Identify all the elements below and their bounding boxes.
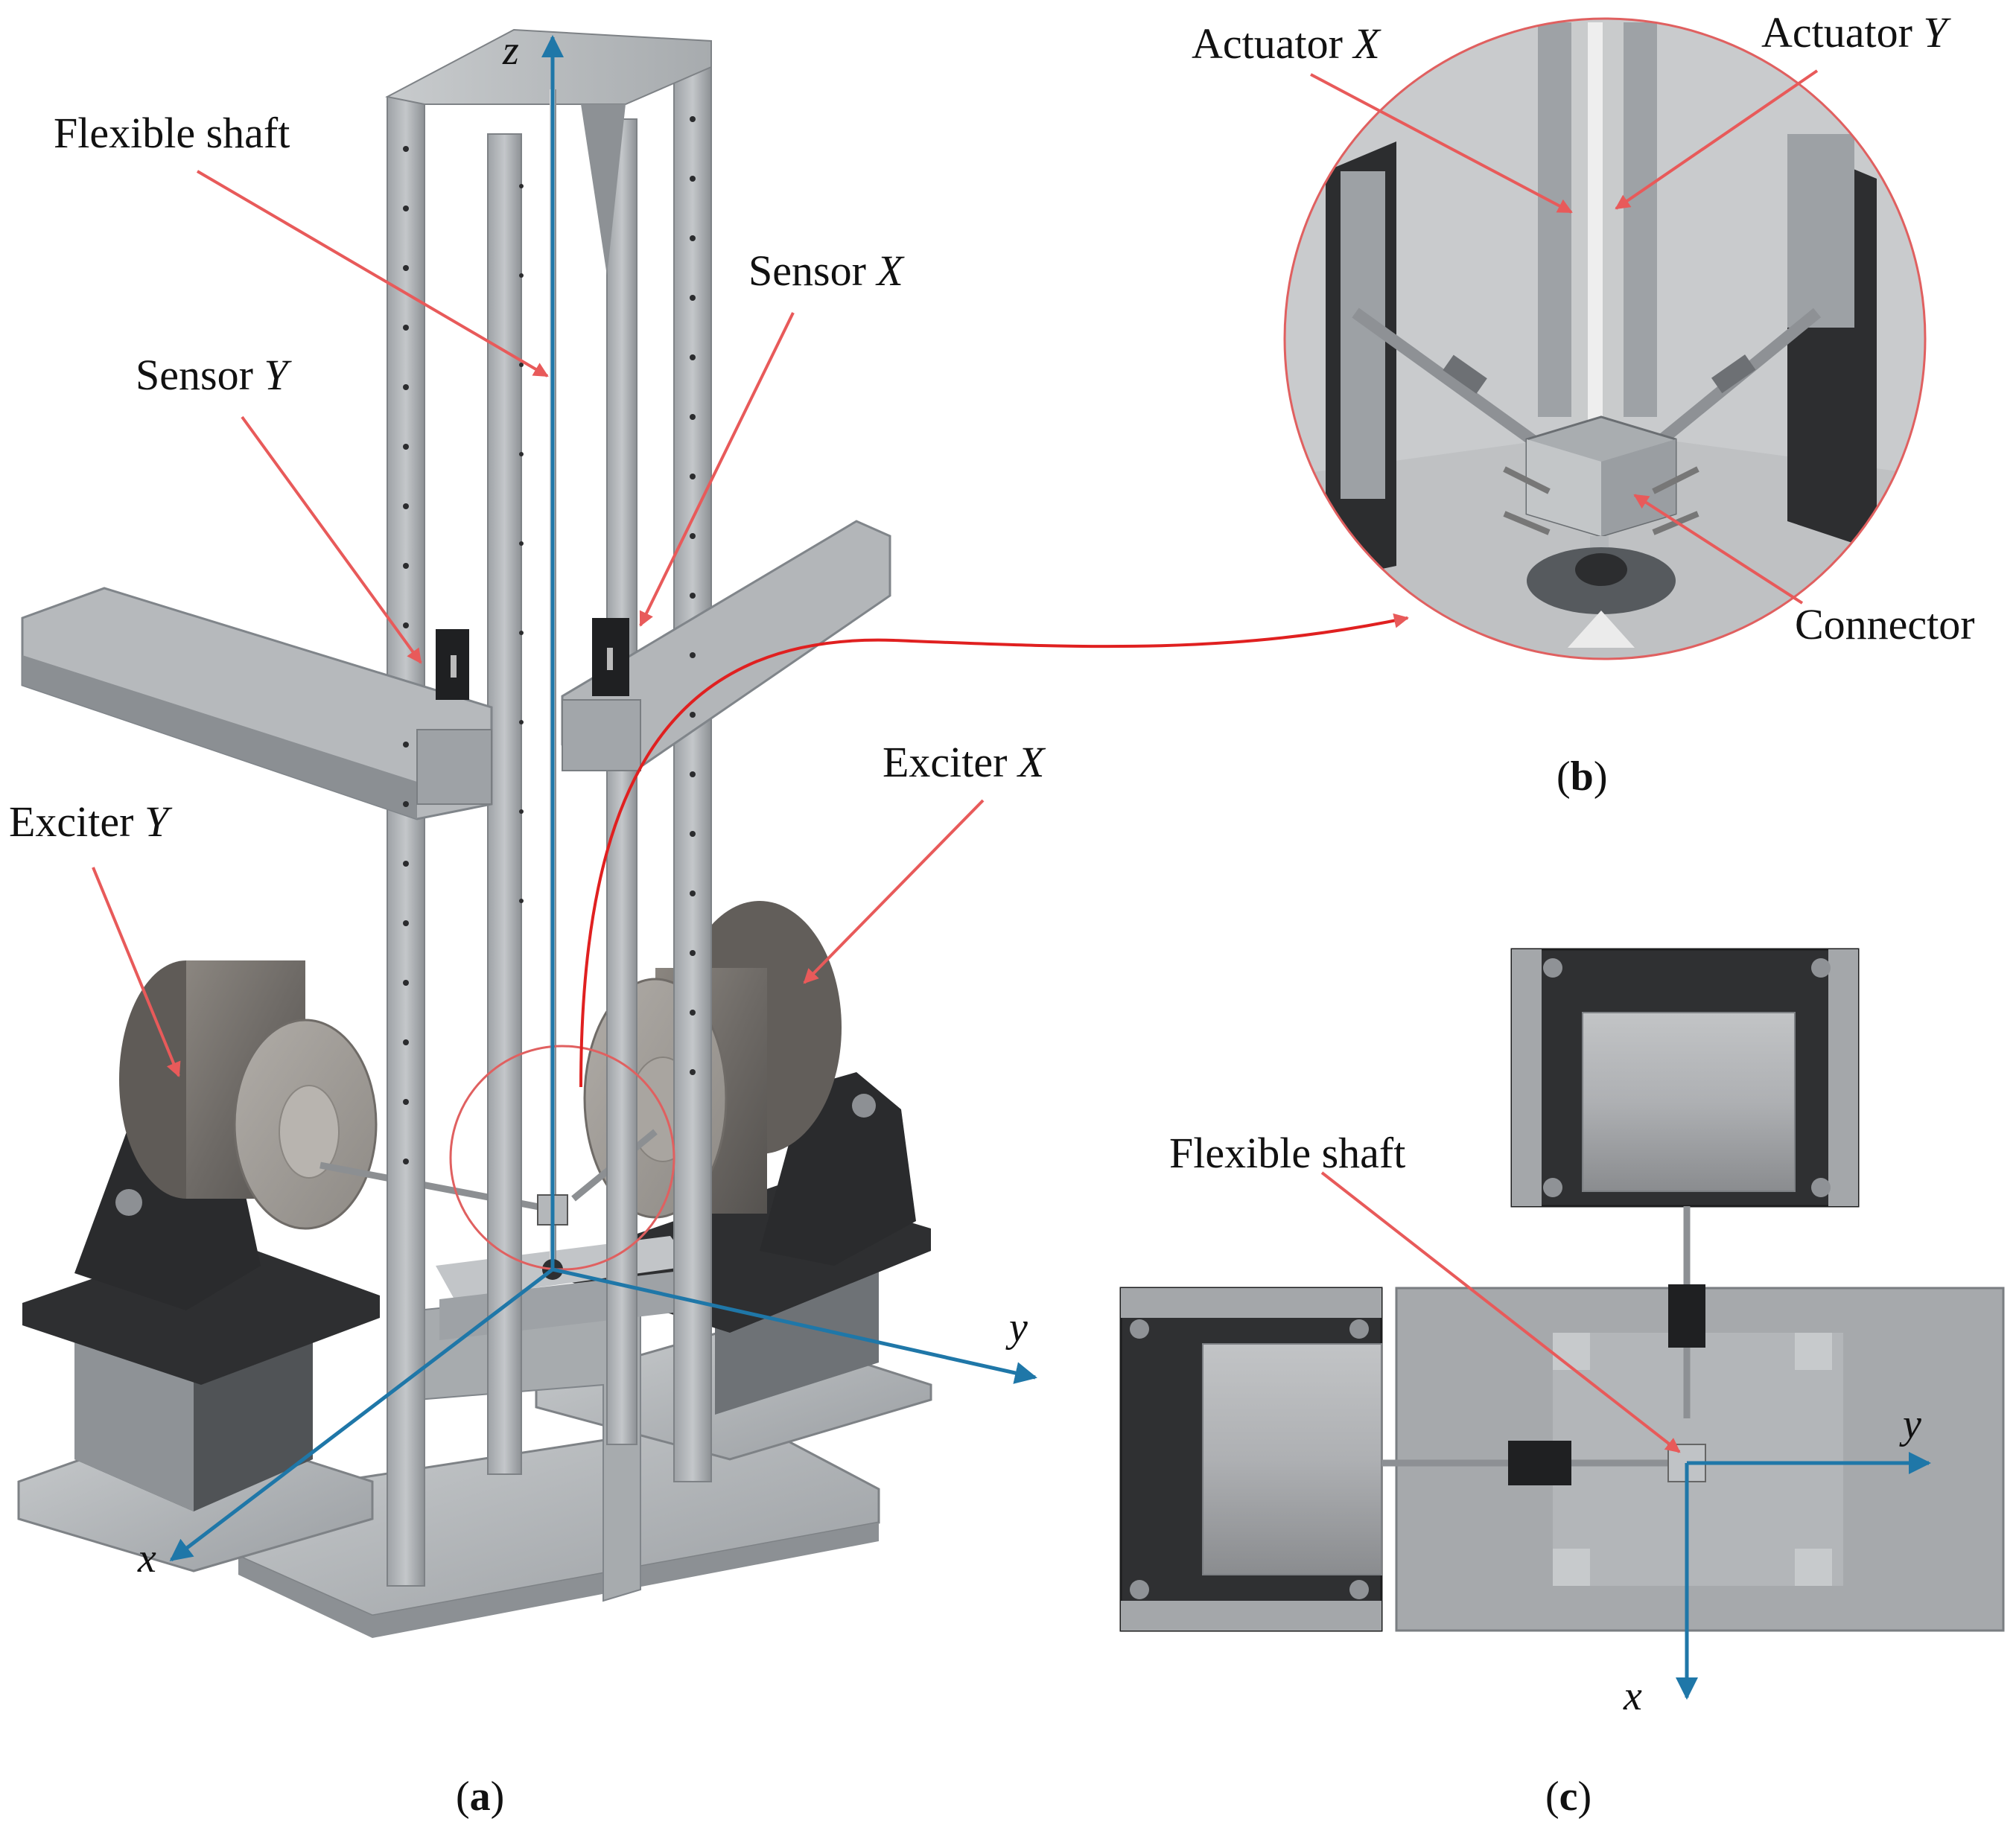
label-flexible-shaft-a: Flexible shaft xyxy=(54,109,290,157)
axis-label-z-a: z xyxy=(503,28,519,74)
callout-arrows-b xyxy=(1310,69,1819,605)
label-sensor-x: Sensor X xyxy=(748,246,903,295)
panel-c-top-view xyxy=(1119,948,2005,1700)
actuator-rod-left xyxy=(1352,307,1545,452)
callout-arrows-a xyxy=(92,170,985,1077)
caption-c: (c) xyxy=(1545,1774,1592,1820)
caption-a: (a) xyxy=(456,1774,505,1820)
sensor-x-rail xyxy=(561,520,891,771)
panel-a-rig xyxy=(17,28,1409,1638)
callout-arrow-c xyxy=(1320,1171,1681,1453)
exciter-y-top xyxy=(1119,1287,1383,1632)
axes-c xyxy=(1676,1452,1931,1700)
label-sensor-y: Sensor Y xyxy=(136,351,288,399)
label-actuator-x: Actuator X xyxy=(1192,19,1380,68)
label-actuator-y: Actuator Y xyxy=(1761,8,1947,57)
axis-label-x-a: x xyxy=(138,1535,156,1581)
label-exciter-y: Exciter Y xyxy=(9,797,169,846)
label-exciter-x: Exciter X xyxy=(883,738,1045,786)
axes-a xyxy=(169,35,1037,1561)
label-flexible-shaft-c: Flexible shaft xyxy=(1169,1129,1406,1177)
zoom-arrow xyxy=(579,613,1409,1088)
axis-label-y-c: y xyxy=(1903,1401,1921,1447)
sensor-y-rail xyxy=(21,587,493,820)
exciter-x-top xyxy=(1510,948,1860,1208)
label-connector: Connector xyxy=(1795,600,1975,648)
axis-label-y-a: y xyxy=(1009,1304,1028,1351)
panel-b-zoom xyxy=(1283,17,1927,660)
zoom-circle-b xyxy=(1283,17,1927,660)
axis-label-x-c: x xyxy=(1624,1673,1642,1719)
frame-top-plate xyxy=(385,28,712,105)
zoom-circle xyxy=(449,1045,675,1271)
exciter-y-drum xyxy=(115,960,378,1230)
caption-b: (b) xyxy=(1556,753,1608,800)
